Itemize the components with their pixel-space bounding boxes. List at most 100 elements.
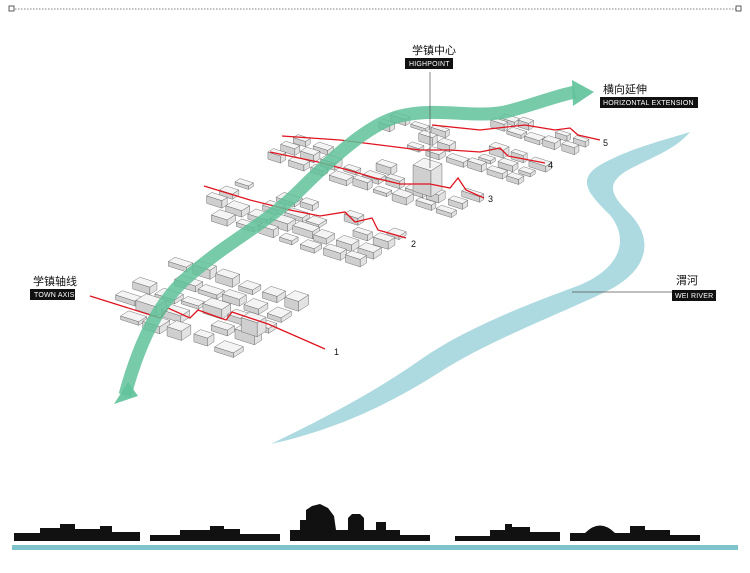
- building-block: [234, 178, 254, 187]
- skyline-silhouette: [14, 504, 700, 541]
- building-block: [210, 209, 236, 221]
- building-block: [445, 153, 470, 163]
- building-block: [518, 166, 536, 174]
- highpoint-label: 学镇中心 HIGHPOINT: [405, 43, 456, 69]
- axis-number-4: 4: [548, 160, 553, 170]
- building-block: [391, 188, 414, 199]
- leader-lines: [429, 72, 678, 293]
- building-block: [328, 170, 354, 181]
- building-block: [312, 141, 334, 151]
- river-en: WEI RIVER: [675, 293, 713, 300]
- building-block: [506, 126, 528, 136]
- building-block: [292, 220, 321, 232]
- top-frame: [8, 5, 742, 12]
- building-block: [210, 320, 235, 331]
- highpoint-cn: 学镇中心: [412, 43, 456, 57]
- highpoint-badge: [405, 58, 453, 69]
- building-block: [362, 170, 387, 181]
- building-block: [406, 141, 425, 149]
- building-block: [120, 310, 148, 322]
- axis-number-2: 2: [411, 239, 416, 249]
- axis-line-2: [203, 185, 407, 239]
- axis-numbers: 1 2 3 4 5: [334, 138, 608, 357]
- building-block: [132, 276, 158, 288]
- axis-line-5: [431, 124, 601, 141]
- building-block: [523, 131, 546, 141]
- building-block: [372, 232, 396, 243]
- building-block: [435, 205, 457, 214]
- axis-number-3: 3: [488, 194, 493, 204]
- river-label: 渭河 WEI RIVER: [672, 274, 716, 301]
- green-arrow-body: [118, 85, 577, 397]
- town-axis-badge: [30, 289, 75, 300]
- extension-label: 横向延伸 HORIZONTAL EXTENSION: [600, 82, 698, 108]
- building-block: [375, 159, 398, 169]
- building-block: [167, 257, 194, 268]
- building-block: [323, 243, 347, 254]
- building-block: [193, 329, 215, 339]
- building-block: [385, 173, 406, 182]
- building-block: [343, 164, 362, 172]
- extension-badge: [600, 97, 698, 108]
- arrow-head-left: [114, 382, 138, 404]
- building-block: [243, 298, 269, 310]
- building-block: [299, 197, 319, 206]
- building-block: [430, 124, 450, 132]
- building-block: [412, 157, 443, 171]
- building-block: [206, 192, 228, 201]
- building-block: [561, 140, 580, 148]
- building-block: [221, 289, 247, 300]
- axis-number-1: 1: [334, 347, 339, 357]
- building-block: [335, 235, 360, 246]
- highpoint-en: HIGHPOINT: [409, 61, 450, 68]
- building-block: [486, 165, 508, 175]
- building-block: [510, 148, 528, 156]
- river-cn: 渭河: [676, 274, 698, 287]
- building-block: [437, 137, 457, 146]
- building-block: [541, 135, 562, 144]
- building-block: [352, 226, 373, 236]
- building-block: [506, 172, 525, 180]
- building-block: [372, 185, 393, 194]
- building-block: [415, 197, 437, 206]
- building-block: [284, 290, 310, 302]
- building-block: [197, 284, 225, 296]
- building-block: [554, 129, 572, 137]
- building-block: [115, 290, 143, 302]
- axis-number-5: 5: [603, 138, 608, 148]
- building-block: [313, 229, 335, 239]
- building-block: [357, 242, 382, 253]
- building-block: [300, 146, 321, 156]
- town-axis-cn: 学镇轴线: [33, 274, 77, 288]
- ground-line: [12, 545, 738, 550]
- building-block: [447, 195, 469, 204]
- building-block: [266, 306, 292, 319]
- building-block: [572, 135, 590, 142]
- building-block: [166, 320, 192, 332]
- building-block: [497, 157, 519, 167]
- building-block: [467, 157, 487, 166]
- building-block: [180, 296, 206, 307]
- extension-en: HORIZONTAL EXTENSION: [603, 100, 694, 107]
- river-badge: [672, 290, 716, 301]
- wei-river-shape: [271, 132, 690, 444]
- building-block: [305, 215, 328, 226]
- building-block: [202, 297, 232, 310]
- building-block: [279, 232, 299, 242]
- building-block: [344, 250, 367, 260]
- town-axis-en: TOWN AXIS: [34, 292, 75, 299]
- extension-cn: 横向延伸: [603, 82, 647, 96]
- town-axis-label: 学镇轴线 TOWN AXIS: [30, 274, 77, 300]
- building-block: [478, 153, 496, 162]
- arrow-head-right: [572, 80, 594, 106]
- building-block: [238, 280, 262, 291]
- building-block: [225, 200, 251, 212]
- extension-arrow: [114, 80, 594, 404]
- building-block: [352, 174, 373, 183]
- building-block: [517, 116, 535, 124]
- building-block: [262, 286, 286, 297]
- building-block: [280, 140, 301, 150]
- building-block: [410, 121, 430, 129]
- building-block: [215, 268, 241, 280]
